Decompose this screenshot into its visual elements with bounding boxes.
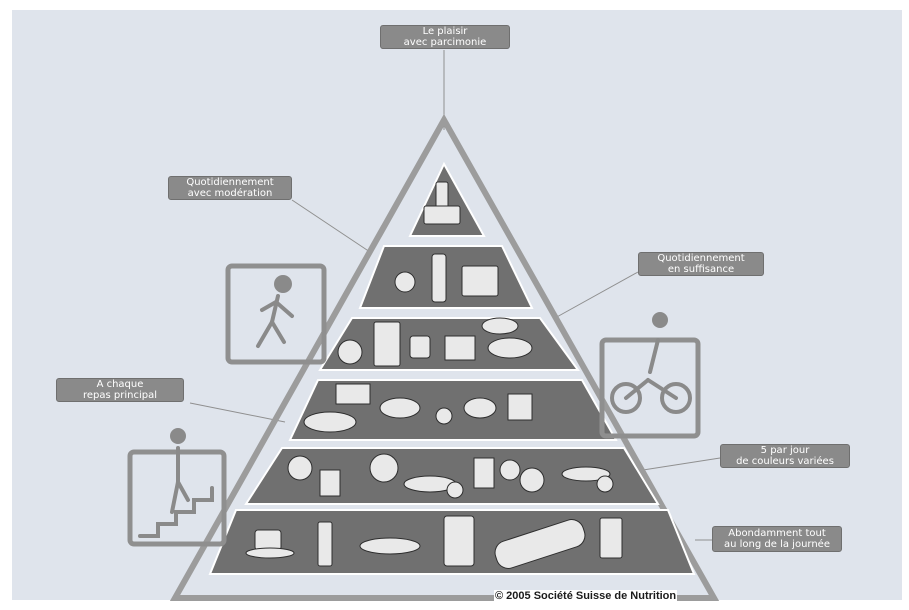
juice-glass-icon <box>473 457 495 489</box>
label-pleasure-sparingly: Le plaisir avec parcimonie <box>380 25 510 49</box>
label-meal-line2: repas principal <box>82 390 157 401</box>
food-illustrations <box>245 181 623 569</box>
glass-icon <box>409 335 431 359</box>
label-pleasure-line2: avec parcimonie <box>403 37 487 48</box>
water-pitcher-icon <box>443 515 475 567</box>
running-person-icon <box>256 275 294 348</box>
label-five-line2: de couleurs variées <box>736 456 834 467</box>
label-water-line2: au long de la journée <box>724 539 830 550</box>
water-tap-icon <box>317 521 333 567</box>
potatoes-icon <box>463 397 497 419</box>
bottle-icon <box>435 181 449 209</box>
label-moderation-line2: avec modération <box>187 188 273 199</box>
pyramid-outline <box>169 113 720 601</box>
tier-starch <box>288 379 618 441</box>
cycling-frame <box>599 337 701 439</box>
potato-icon <box>435 407 453 425</box>
running-frame <box>225 263 327 365</box>
bread-icon <box>303 411 357 433</box>
crispbread-icon <box>335 383 371 405</box>
plate-icon <box>359 537 421 555</box>
kiwi-icon <box>596 475 614 493</box>
coffee-cup-icon <box>254 529 282 551</box>
label-each-main-meal: A chaque repas principal <box>56 378 184 402</box>
banana-icon <box>561 466 611 482</box>
pepper-icon <box>319 469 341 497</box>
fish-icon <box>487 337 533 359</box>
oil-bottle-icon <box>431 253 447 303</box>
label-moderation-line1: Quotidiennement <box>186 177 274 188</box>
copyright-notice: © 2005 Société Suisse de Nutrition <box>494 590 678 602</box>
label-five-line1: 5 par jour <box>760 445 810 456</box>
label-pleasure-line1: Le plaisir <box>422 26 468 37</box>
meat-icon <box>481 317 519 335</box>
stairs-person-icon <box>138 428 214 538</box>
label-sufficient-line2: en suffisance <box>667 264 735 275</box>
label-daily-moderation: Quotidiennement avec modération <box>168 176 292 200</box>
broccoli-icon <box>287 455 313 481</box>
water-glass-icon <box>599 517 623 559</box>
water-bottle-icon <box>494 519 586 569</box>
milk-carton-icon <box>373 321 401 367</box>
berries-icon <box>499 459 521 481</box>
apple-icon <box>519 467 545 493</box>
cheese-icon <box>444 335 476 361</box>
butter-icon <box>461 265 499 297</box>
label-daily-sufficient: Quotidiennement en suffisance <box>638 252 764 276</box>
pyramid-tiers <box>208 161 696 575</box>
yogurt-icon <box>337 339 363 365</box>
tomato-icon <box>446 481 464 499</box>
cereal-bowl-icon <box>379 397 421 419</box>
tier-fruits-vegetables <box>244 447 660 505</box>
saucer-icon <box>245 547 295 559</box>
loaf-icon <box>507 393 533 421</box>
label-meal-line1: A chaque <box>96 379 144 390</box>
lettuce-icon <box>369 453 399 483</box>
label-five-per-day: 5 par jour de couleurs variées <box>720 444 850 468</box>
label-sufficient-line1: Quotidiennement <box>657 253 745 264</box>
cyclist-icon <box>610 312 692 414</box>
sweets-icon <box>423 205 461 225</box>
label-water-line1: Abondamment tout <box>728 528 826 539</box>
nuts-icon <box>394 271 416 293</box>
label-abundantly-all-day: Abondamment tout au long de la journée <box>712 526 842 552</box>
